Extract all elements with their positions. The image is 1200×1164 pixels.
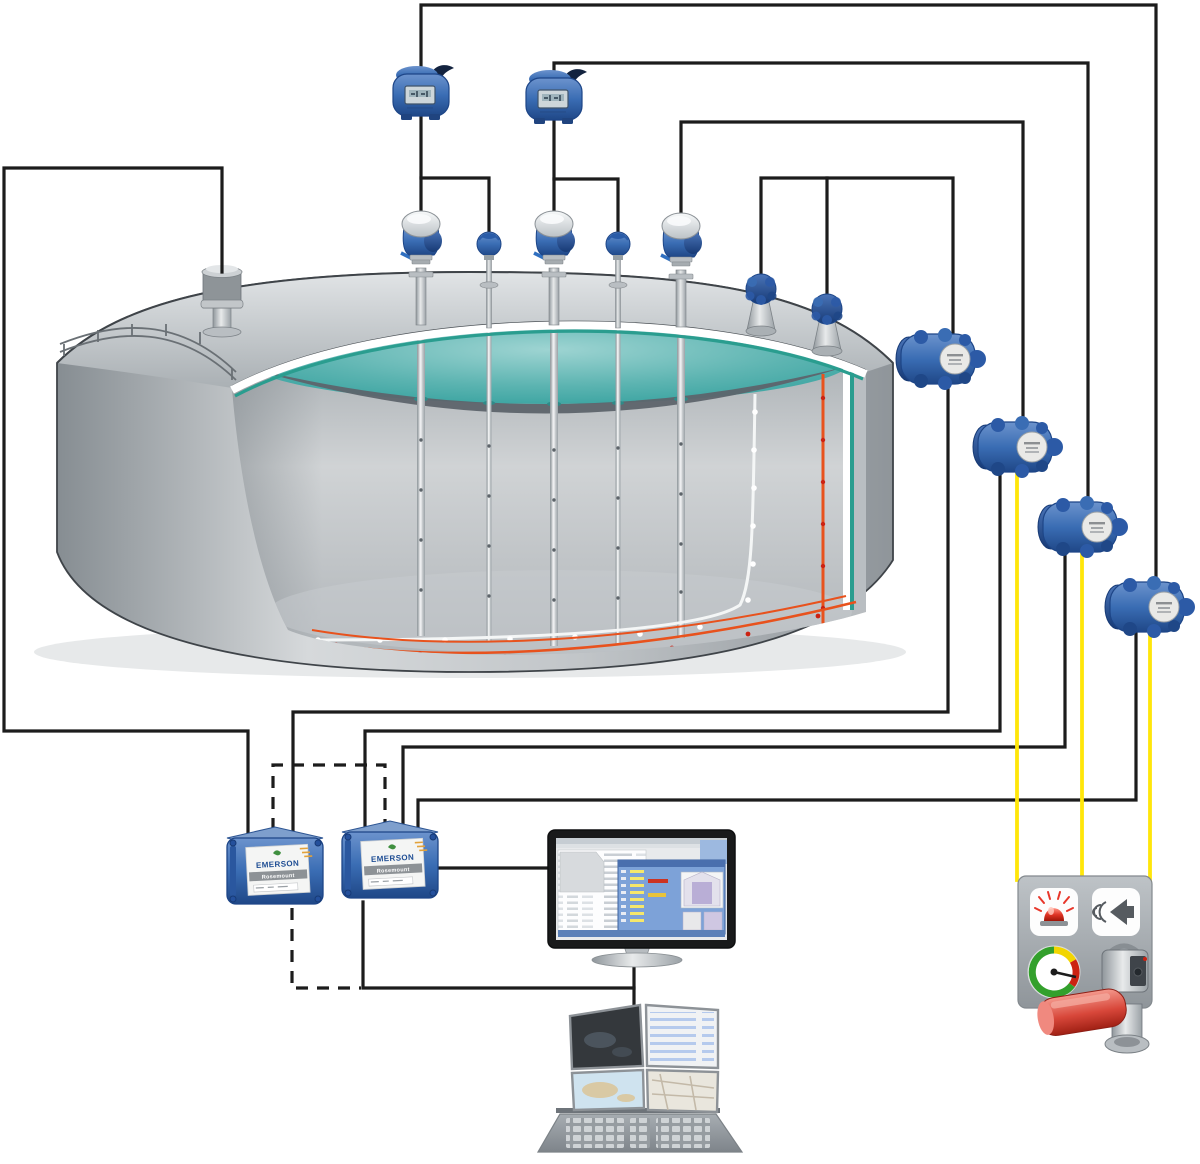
beacon-light-icon [1034,891,1074,926]
gateway-model: Rosemount [262,873,295,881]
stilling-wells [414,323,688,646]
tank-detail-popup [617,859,726,935]
screen-street-map [645,1068,720,1114]
pressure-transmitter-3 [1038,496,1128,558]
gauge-icon [1027,945,1081,999]
shutoff-valve [1037,943,1150,1054]
heater-cable-vertical [820,374,826,630]
wire-R2-to-gateway2 [363,472,1002,834]
gateway-label [360,837,426,890]
pressure-transmitter-1 [896,328,986,390]
tank-graphic [559,851,605,893]
wire-R4-to-gateway2 [416,632,1138,834]
wireless-transmitter-2 [526,69,587,124]
wire-branch-temp2 [419,176,491,244]
wireless-link-gateways [271,763,387,830]
wired-gateway-2: EMERSON Rosemount [341,820,439,899]
valve-handle [1037,988,1127,1036]
horn-icon [1092,899,1134,925]
gateway-brand: EMERSON [256,859,300,870]
rim-white-band [230,321,868,394]
wireless-transmitter-1 [393,65,454,120]
gateway-brand: EMERSON [371,853,415,864]
liquid-edge-shadow [250,366,848,414]
wire-branch-temp4 [552,177,620,244]
wireless-gateway-1: EMERSON Rosemount [226,826,324,905]
wire-R1-to-gateway1 [291,382,950,840]
wire-radar5-to-R2 [679,120,1025,428]
valve-actuator [1101,943,1149,993]
wiring [2,3,1158,1016]
pressure-transmitter-2 [973,416,1063,478]
gateway-model: Rosemount [377,867,410,875]
wire-R3-to-gateway2 [401,552,1067,834]
alarm-safety-panel [1017,875,1153,1054]
monitor-screen [556,838,727,940]
wire-gateway2-to-laptop [361,900,636,990]
wire-txA-to-R4 [419,3,1158,588]
wireless-link-bottom [290,908,361,990]
wire-vent-to-gateway1 [2,166,250,840]
storage-tank [34,265,906,678]
emerson-logo-icon [273,850,281,856]
gateway-label [245,843,311,896]
monitor-stand [591,952,683,968]
wire-cone-bus-to-R1 [759,176,955,340]
emerson-logo-icon [388,844,396,850]
pressure-transmitter-4 [1105,576,1195,638]
roof-railing [59,324,237,381]
scada-laptop [536,1003,744,1153]
operator-workstation-monitor [547,829,736,968]
rim-liner-stripe [234,329,864,398]
status-bar [558,930,725,937]
pipe-markers [419,438,683,602]
